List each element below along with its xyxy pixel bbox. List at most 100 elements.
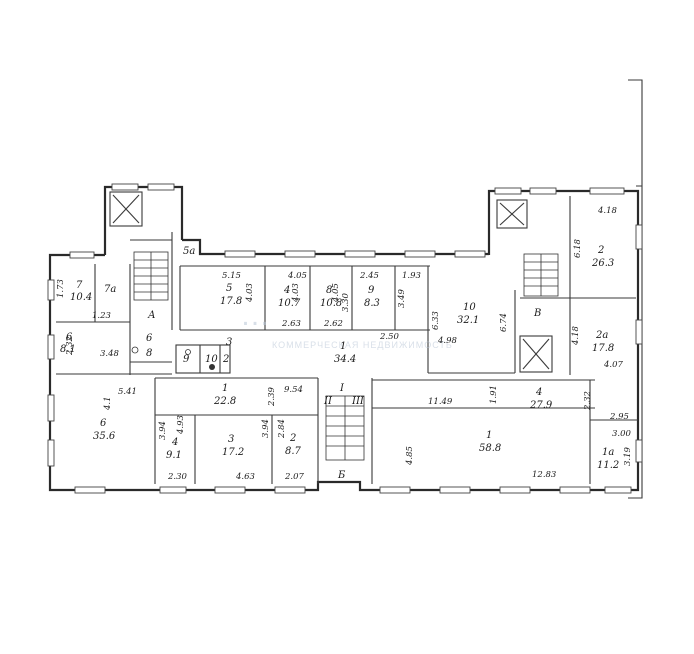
dim: 4.18 <box>597 206 618 216</box>
room-area: 8.1 <box>60 344 76 355</box>
room-area: 35.6 <box>93 431 116 442</box>
room-number: 6 <box>66 332 73 343</box>
dim: 5.41 <box>118 387 137 397</box>
room-area: 26.3 <box>591 258 614 269</box>
room-number: 2 <box>597 245 604 256</box>
dim: 6.18 <box>573 238 583 258</box>
dim: 4.07 <box>603 360 624 370</box>
label-3-wc: 3 <box>226 337 232 348</box>
dim: 3.30 <box>341 292 351 312</box>
label-8-wc: 8 <box>146 348 152 359</box>
dim: 4.1 <box>103 396 113 411</box>
dim: 2.45 <box>359 271 379 281</box>
dim: 2.39 <box>267 386 277 407</box>
dim: 4.05 <box>331 283 341 303</box>
room-number: 4 <box>171 437 178 448</box>
room-area: 27.9 <box>529 400 553 411</box>
room-number: 8 <box>326 285 332 296</box>
dim: 2.50 <box>379 332 400 342</box>
label-2-wc: 2 <box>222 354 229 365</box>
room-number: 1a <box>602 447 614 458</box>
dim: 1.73 <box>56 279 66 298</box>
outer-wall-top-connector <box>182 238 489 256</box>
room-number: 6 <box>100 418 107 429</box>
room-area: 17.8 <box>592 343 614 354</box>
room-number: 1 <box>340 341 346 352</box>
room-area: 10.7 <box>278 298 301 309</box>
stairs-center <box>325 395 365 461</box>
dim: 3.94 <box>158 421 168 440</box>
dim: 4.85 <box>405 446 415 466</box>
dim: 4.98 <box>437 336 458 346</box>
room-number: 10 <box>463 302 476 313</box>
dim: 1.23 <box>92 311 111 321</box>
dim: 4.03 <box>245 283 255 303</box>
dim: 2.95 <box>609 412 629 422</box>
wc-fixtures <box>131 346 215 370</box>
interior-walls <box>56 191 638 484</box>
dim: 3.00 <box>612 429 632 439</box>
adjacent-building-edge <box>628 79 643 499</box>
room-area: 10.8 <box>320 298 342 309</box>
label-9-wc: 9 <box>183 354 190 365</box>
room-labels: 7 10.4 7a 6 8.1 5 17.8 4 10.7 8 10.8 9 8… <box>60 245 619 471</box>
dim: 11.49 <box>428 397 453 407</box>
room-number: 9 <box>368 285 375 296</box>
dim: 2.84 <box>277 419 287 439</box>
dim: 6.74 <box>499 313 509 332</box>
label-10-wc: 10 <box>205 354 218 365</box>
dim: 3.94 <box>261 419 271 438</box>
room-number: 1 <box>222 383 228 394</box>
room-area: 8.7 <box>285 446 302 457</box>
dim: 3.48 <box>100 349 120 359</box>
dim: 4.03 <box>291 283 301 303</box>
room-number: 3 <box>228 434 234 445</box>
dim: 9.54 <box>284 385 303 395</box>
dim: 2.32 <box>65 336 75 356</box>
room-number: 2 <box>289 433 296 444</box>
windows <box>47 183 643 494</box>
dim: 2.63 <box>281 319 301 329</box>
dim: 2.07 <box>284 472 305 482</box>
label-6-wc: 6 <box>146 333 153 344</box>
label-I: I <box>339 383 345 394</box>
dim: 1.91 <box>489 385 499 404</box>
room-area: 34.4 <box>334 354 356 365</box>
dimension-labels: 5.15 4.03 4.05 4.05 4.03 2.45 1.93 3.49 … <box>56 206 633 482</box>
watermark-brand: … <box>240 299 276 332</box>
dim: 4.05 <box>287 271 307 281</box>
label-5a: 5a <box>183 246 195 257</box>
dim: 1.93 <box>402 271 421 281</box>
room-area: 11.2 <box>597 460 619 471</box>
label-A: А <box>147 310 156 321</box>
room-area: 10.4 <box>70 292 92 303</box>
dim: 4.93 <box>176 415 186 435</box>
outer-wall-left-tower <box>103 185 184 255</box>
room-area: 58.8 <box>479 443 501 454</box>
dim: 4.63 <box>235 472 255 482</box>
room-number: 7a <box>104 284 116 295</box>
room-number: 4 <box>535 387 542 398</box>
dim: 4.18 <box>571 325 581 346</box>
room-area: 17.8 <box>220 296 242 307</box>
room-area: 9.1 <box>166 450 182 461</box>
dim: 2.32 <box>583 391 593 411</box>
dim: 3.49 <box>397 288 407 308</box>
label-V: В <box>533 308 541 319</box>
room-area: 8.3 <box>364 298 380 309</box>
dim: 12.83 <box>532 470 556 480</box>
dim: 6.33 <box>431 311 441 330</box>
outer-wall-right-tower <box>487 189 640 382</box>
room-number: 1 <box>486 430 492 441</box>
label-B: Б <box>337 470 346 481</box>
dim: 3.19 <box>623 446 633 466</box>
room-number: 2a <box>595 330 608 341</box>
dim: 2.30 <box>167 472 188 482</box>
stairs-left <box>133 251 169 301</box>
room-area: 32.1 <box>457 315 479 326</box>
room-number: 5 <box>226 283 232 294</box>
small-labels: 5a I II III Б В А 6 8 9 10 2 3 <box>146 246 541 481</box>
room-number: 4 <box>283 285 290 296</box>
dim: 5.15 <box>222 271 241 281</box>
